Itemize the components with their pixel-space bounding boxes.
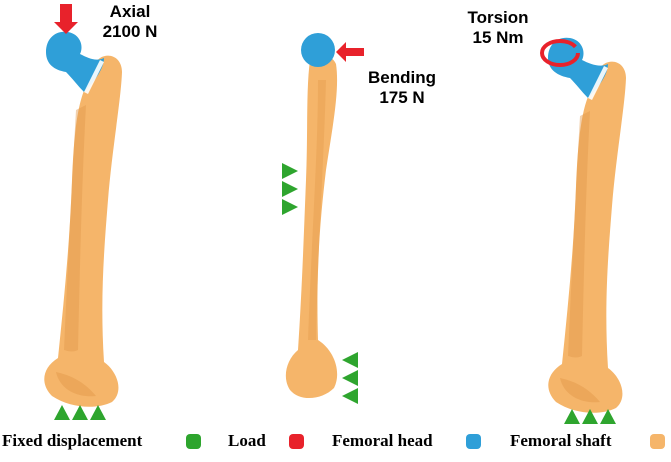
support-triangle [342, 388, 358, 404]
support-triangle [564, 409, 580, 424]
torsion-label: Torsion 15 Nm [448, 8, 548, 48]
shaft-shading [64, 105, 86, 352]
bending-label: Bending 175 N [352, 68, 452, 108]
legend-swatch-shaft [650, 434, 665, 449]
support-triangle [72, 405, 88, 420]
condyle-shading [560, 378, 600, 403]
femur-torsion [540, 37, 626, 424]
load-arrow-down [54, 4, 78, 34]
fixed-supports-upper [282, 163, 298, 215]
legend-label: Femoral head [332, 431, 433, 450]
fixed-supports-lower [342, 352, 358, 404]
load-arrow-left [336, 42, 364, 62]
support-triangle [342, 370, 358, 386]
support-triangle [282, 181, 298, 197]
femoral-shaft [44, 55, 122, 407]
femoral-shaft [285, 55, 338, 399]
support-triangle [342, 352, 358, 368]
condyle-shading [56, 372, 96, 397]
torsion-title: Torsion [467, 8, 529, 27]
legend-item-fixed: Fixed displacement [2, 428, 142, 454]
legend-label: Femoral shaft [510, 431, 612, 450]
support-triangle [282, 199, 298, 215]
bending-title: Bending [368, 68, 436, 87]
shaft-shading [308, 80, 326, 340]
rotation-arrow-icon [540, 39, 580, 67]
torsion-value: 15 Nm [472, 28, 524, 47]
fixed-supports [564, 409, 616, 424]
legend: Fixed displacement Load Femoral head Fem… [0, 428, 671, 454]
support-triangle [54, 405, 70, 420]
legend-item-load: Load [228, 428, 266, 454]
legend-label: Load [228, 431, 266, 450]
axial-label: Axial 2100 N [80, 2, 180, 42]
axial-value: 2100 N [102, 22, 158, 41]
femur-axial [44, 4, 122, 420]
femoral-head [548, 37, 608, 98]
femoral-shaft [548, 61, 626, 413]
bending-value: 175 N [379, 88, 425, 107]
femoral-head [301, 33, 335, 67]
support-triangle [600, 409, 616, 424]
femur-bending [282, 33, 364, 404]
legend-item-head: Femoral head [332, 428, 433, 454]
support-triangle [582, 409, 598, 424]
legend-swatch-head [466, 434, 481, 449]
legend-item-shaft: Femoral shaft [510, 428, 612, 454]
legend-label: Fixed displacement [2, 431, 143, 450]
legend-swatch-fixed [186, 434, 201, 449]
fixed-supports [54, 405, 106, 420]
legend-swatch-load [289, 434, 304, 449]
axial-title: Axial [109, 2, 151, 21]
femoral-head [46, 31, 104, 92]
support-triangle [282, 163, 298, 179]
support-triangle [90, 405, 106, 420]
shaft-shading [568, 111, 590, 358]
